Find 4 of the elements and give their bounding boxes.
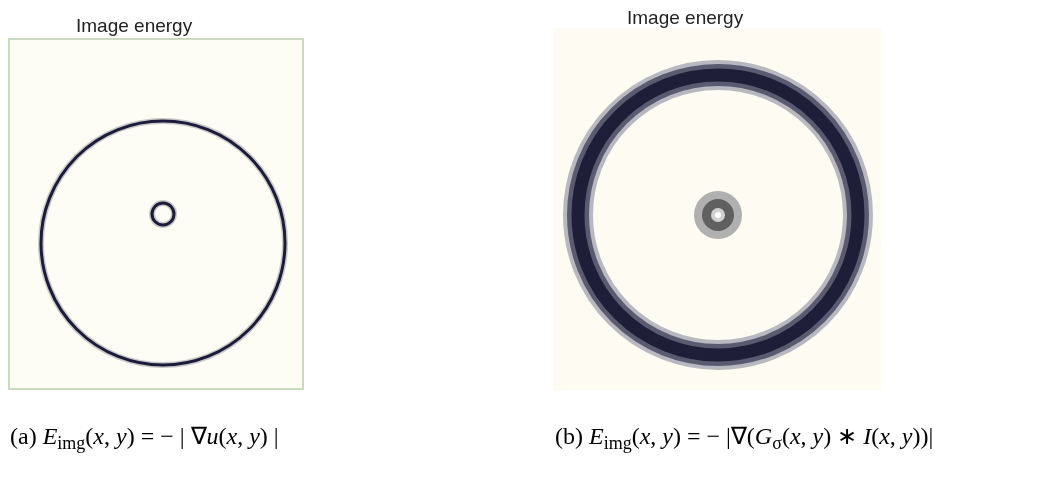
formula-caption: (a) E$_{img}$(x, y) = − | ∇u(x, y) | xyxy=(10,422,279,454)
formula-caption: (b) E$_{img}$(x, y) = − |∇(G$_{σ}$(x, y) ∗ I(x, y))| xyxy=(555,422,934,454)
panel-title: Image energy xyxy=(627,6,744,30)
panel-title: Image energy xyxy=(76,14,193,38)
